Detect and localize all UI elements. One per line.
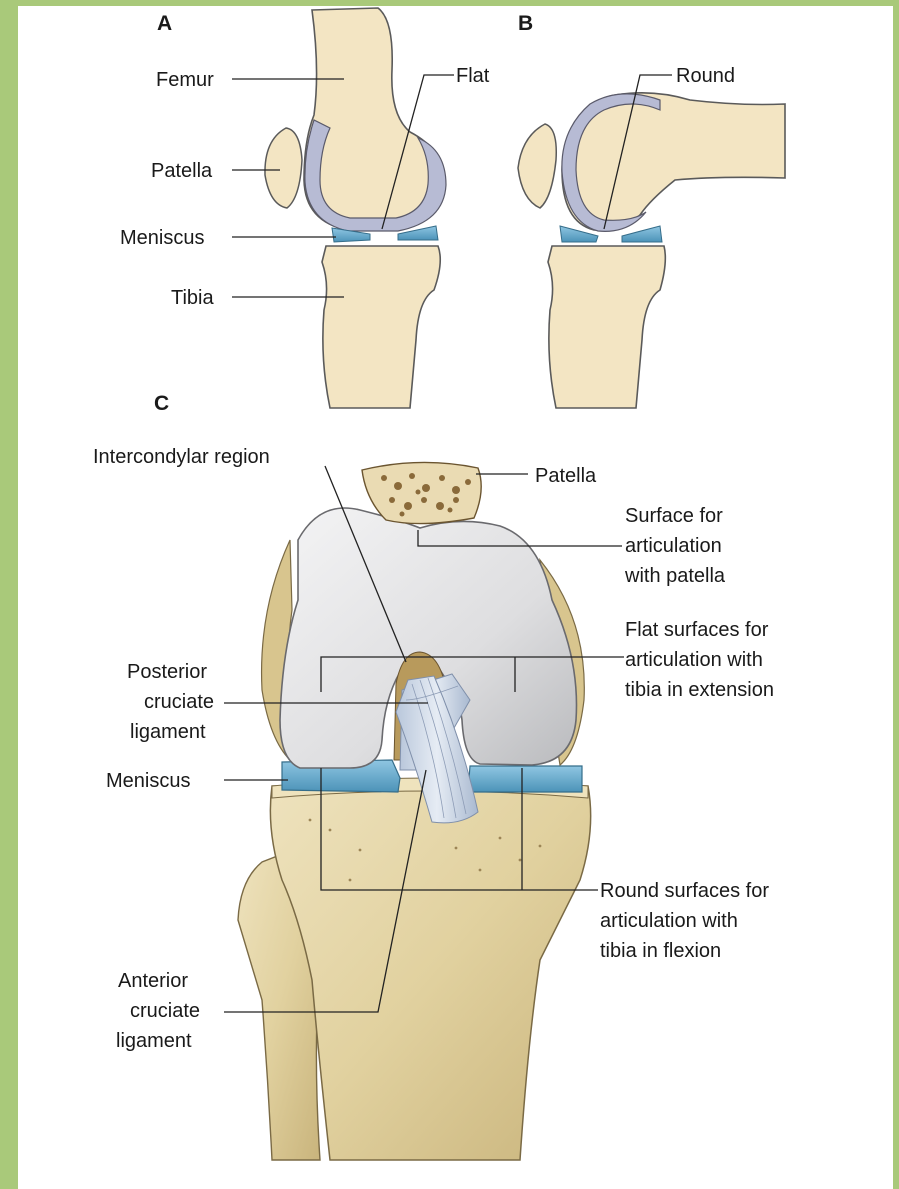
label-posterior-cruciate-line-1: Posterior	[127, 661, 207, 683]
patella-b	[518, 124, 556, 208]
label-posterior-cruciate-line-2: cruciate	[144, 691, 214, 713]
label-meniscus-c: Meniscus	[106, 770, 190, 792]
label-surface-patella-line-2: articulation	[625, 535, 722, 557]
label-meniscus-a: Meniscus	[120, 227, 204, 249]
label-flat-surfaces-line-3: tibia in extension	[625, 679, 774, 701]
label-flat-surfaces-line-2: articulation with	[625, 649, 763, 671]
tibia-a	[322, 246, 440, 408]
label-patella-c: Patella	[535, 465, 597, 487]
panel-b-side-view-flexion	[518, 93, 785, 408]
label-flat: Flat	[456, 65, 490, 87]
label-intercondylar-region: Intercondylar region	[93, 446, 270, 468]
label-round-surfaces-line-1: Round surfaces for	[600, 880, 769, 902]
panel-label-c: C	[154, 392, 169, 415]
panel-a-side-view-extension	[265, 8, 446, 408]
label-anterior-cruciate-line-1: Anterior	[118, 970, 188, 992]
label-femur: Femur	[156, 69, 214, 91]
label-posterior-cruciate-line-3: ligament	[130, 721, 206, 743]
femur-a	[304, 8, 445, 230]
label-surface-patella-line-1: Surface for	[625, 505, 723, 527]
tibia-c	[270, 786, 590, 1160]
meniscus-right-c	[468, 766, 582, 792]
label-surface-patella-line-3: with patella	[624, 565, 726, 587]
label-tibia: Tibia	[171, 287, 214, 309]
patella-a	[265, 128, 302, 208]
panel-c-anterior-view	[238, 462, 591, 1160]
panel-label-b: B	[518, 12, 533, 35]
label-round-surfaces-line-3: tibia in flexion	[600, 940, 721, 962]
label-anterior-cruciate-line-3: ligament	[116, 1030, 192, 1052]
panel-label-a: A	[157, 12, 172, 35]
label-flat-surfaces-line-1: Flat surfaces for	[625, 619, 769, 641]
meniscus-right-b	[622, 226, 662, 242]
label-anterior-cruciate-line-2: cruciate	[130, 1000, 200, 1022]
label-patella-a: Patella	[151, 160, 213, 182]
tibia-b	[548, 246, 665, 408]
label-round-surfaces-line-2: articulation with	[600, 910, 738, 932]
label-round: Round	[676, 65, 735, 87]
